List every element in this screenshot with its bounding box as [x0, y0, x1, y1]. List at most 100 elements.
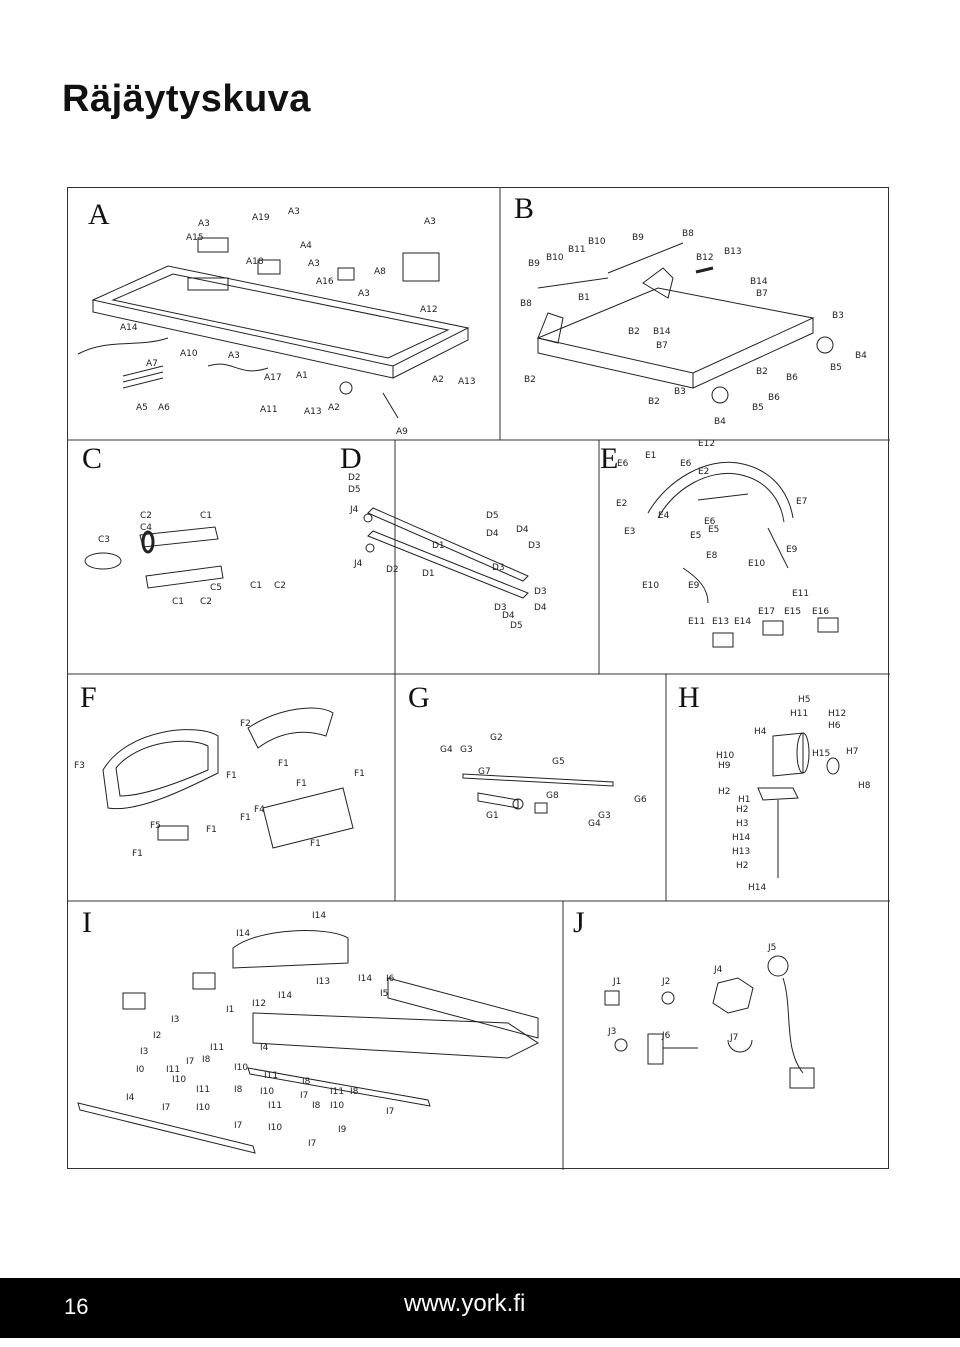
part-callout: A18 [246, 257, 264, 267]
part-callout: D1 [422, 569, 435, 579]
part-callout: D5 [486, 511, 499, 521]
part-callout: D2 [348, 473, 361, 483]
part-callout: F5 [150, 821, 161, 831]
page-number: 16 [64, 1294, 89, 1319]
part-callout: E6 [704, 517, 716, 527]
part-callout: H3 [736, 819, 749, 829]
part-callout: A3 [424, 217, 436, 227]
part-callout: A3 [288, 207, 300, 217]
part-callout: E9 [688, 581, 700, 591]
part-callout: A14 [120, 323, 138, 333]
part-callout: I7 [386, 1107, 394, 1117]
part-callout: B1 [578, 293, 590, 303]
part-callout: H2 [736, 805, 749, 815]
part-callout: A1 [296, 371, 308, 381]
panel-e-drawing [647, 461, 839, 648]
part-callout: A15 [186, 233, 204, 243]
panel-i-drawing [77, 930, 539, 1154]
part-callout: E5 [708, 525, 719, 535]
part-callout: A10 [180, 349, 198, 359]
part-callout: H14 [748, 883, 766, 893]
part-callout: A13 [458, 377, 476, 387]
part-callout: B6 [786, 373, 798, 383]
part-callout: A6 [158, 403, 170, 413]
part-callout: I8 [312, 1101, 321, 1111]
part-callout: B13 [724, 247, 742, 257]
panel-label-g: G [408, 681, 430, 714]
part-callout: I8 [350, 1087, 359, 1097]
panel-label-b: B [514, 192, 535, 225]
part-callout: B7 [656, 341, 668, 351]
part-callout: F4 [254, 805, 265, 815]
part-callout: I10 [268, 1123, 282, 1133]
part-callout: I11 [264, 1071, 278, 1081]
part-callout: H11 [790, 709, 808, 719]
part-callout: I3 [140, 1047, 148, 1057]
part-callout: F1 [278, 759, 289, 769]
part-callout: E14 [734, 617, 751, 627]
exploded-view-frame: A3 A15 A19 A3 A4 A18 A3 A16 A8 A3 A3 A12… [67, 187, 890, 1170]
part-callout: I14 [358, 974, 372, 984]
part-callout: D5 [348, 485, 361, 495]
part-callout: I12 [252, 999, 266, 1009]
part-callout: E8 [706, 551, 718, 561]
part-callout: B9 [632, 233, 644, 243]
part-callout: E16 [812, 607, 829, 617]
part-callout: J4 [713, 965, 723, 975]
part-callout: D5 [510, 621, 523, 631]
panel-g-drawing [462, 773, 614, 814]
panel-j-drawing [604, 955, 815, 1089]
part-callout: A2 [328, 403, 340, 413]
part-callout: I4 [126, 1093, 135, 1103]
part-callout: B2 [756, 367, 768, 377]
part-callout: E6 [680, 459, 692, 469]
part-callout: I11 [196, 1085, 210, 1095]
part-callout: B12 [696, 253, 714, 263]
part-callout: E12 [698, 439, 715, 449]
part-callout: H12 [828, 709, 846, 719]
part-callout: F1 [132, 849, 143, 859]
part-callout: A9 [396, 427, 408, 437]
part-callout: H10 [716, 751, 734, 761]
part-callout: F1 [354, 769, 365, 779]
footer-url: www.york.fi [404, 1290, 526, 1317]
part-callout: I6 [386, 974, 395, 984]
part-callout: G3 [460, 745, 473, 755]
panel-f-drawing [102, 707, 354, 849]
part-callout: B10 [546, 253, 564, 263]
part-callout: A3 [228, 351, 240, 361]
part-callout: H2 [736, 861, 749, 871]
part-callout: E10 [748, 559, 765, 569]
part-callout: I7 [162, 1103, 170, 1113]
part-callout: H6 [828, 721, 841, 731]
part-callout: J4 [353, 559, 363, 569]
part-callout: B7 [756, 289, 768, 299]
part-callout: E2 [698, 467, 709, 477]
part-callout: D4 [502, 611, 515, 621]
part-callout: I7 [186, 1057, 194, 1067]
part-callout: C1 [200, 511, 212, 521]
part-callout: F1 [296, 779, 307, 789]
panel-d-drawing [363, 507, 529, 599]
panel-label-h: H [678, 681, 700, 714]
part-callout: A7 [146, 359, 158, 369]
part-callout: I11 [268, 1101, 282, 1111]
part-callout: D4 [534, 603, 547, 613]
part-callout: I10 [330, 1101, 344, 1111]
part-callout: H9 [718, 761, 731, 771]
part-callout: F2 [240, 719, 251, 729]
part-callout: C1 [172, 597, 184, 607]
part-callout: F1 [206, 825, 217, 835]
part-callout: I14 [312, 911, 326, 921]
part-callout: H7 [846, 747, 859, 757]
part-callout: B8 [682, 229, 694, 239]
part-callout: B3 [674, 387, 686, 397]
part-callout: H8 [858, 781, 871, 791]
part-callout: I5 [380, 989, 388, 999]
part-callout: I10 [260, 1087, 274, 1097]
part-callout: E2 [616, 499, 627, 509]
part-callout: I8 [302, 1077, 311, 1087]
part-callout: I8 [202, 1055, 211, 1065]
part-callout: G4 [440, 745, 453, 755]
part-callout: B14 [653, 327, 671, 337]
